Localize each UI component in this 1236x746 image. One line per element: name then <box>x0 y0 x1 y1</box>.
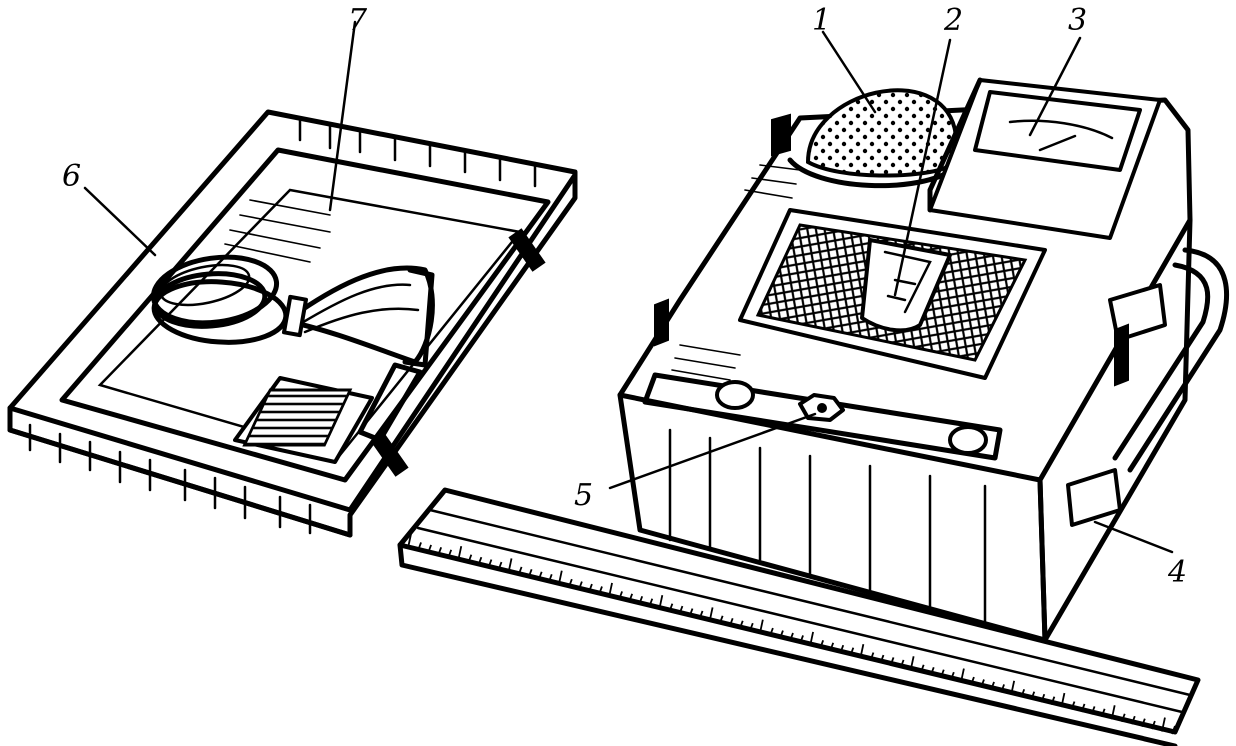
ruler-tick <box>1010 680 1016 696</box>
ruler-tick <box>939 669 945 679</box>
ruler-tick <box>1130 715 1136 725</box>
ruler-tick <box>849 647 855 657</box>
ruler-tick <box>789 632 794 642</box>
ruler-tick <box>658 594 664 610</box>
case-lid <box>7 109 578 538</box>
ruler-tick <box>668 603 674 612</box>
ruler-tick <box>598 586 603 595</box>
ruler-tick <box>688 608 694 617</box>
callout-4: 4 <box>1167 555 1187 590</box>
ruler-tick <box>1000 684 1005 693</box>
coiled-cable <box>150 254 435 443</box>
callout-5: 5 <box>574 478 593 513</box>
ruler-tick <box>1151 720 1156 730</box>
ruler-tick <box>1060 692 1066 708</box>
ruler-tick <box>537 571 543 581</box>
ruler-tick <box>517 566 523 576</box>
callout-7: 7 <box>348 3 368 38</box>
ruler-tick <box>718 615 724 625</box>
ruler-tick <box>628 593 634 603</box>
ruler-tick <box>758 619 764 634</box>
speaker-grille <box>738 208 1047 380</box>
ruler-tick <box>799 635 804 644</box>
ruler-tick <box>859 643 865 659</box>
ruler-tick <box>949 671 955 681</box>
ruler-tick <box>839 644 845 654</box>
ruler-tick <box>1110 705 1116 720</box>
ruler-tick <box>638 595 644 605</box>
ruler-tick <box>899 659 905 669</box>
ruler-tick <box>889 657 895 666</box>
ruler-tick <box>1161 717 1166 732</box>
ruler-tick <box>960 668 965 683</box>
ruler-tick <box>447 549 453 559</box>
ruler-tick <box>779 630 784 639</box>
ruler-tick <box>738 620 744 630</box>
ruler-tick <box>417 542 422 551</box>
ruler-tick <box>578 581 583 590</box>
ruler-tick <box>437 547 443 556</box>
ruler-tick <box>487 559 493 568</box>
ruler-tick <box>608 582 613 598</box>
ruler-tick <box>1030 691 1036 701</box>
ruler-tick <box>427 544 432 554</box>
ruler-tick <box>567 578 573 588</box>
ruler-tick <box>980 679 985 688</box>
carrying-handle <box>1066 247 1229 527</box>
ruler-tick <box>407 533 412 549</box>
ruler-tick <box>919 664 925 674</box>
ruler-tick <box>748 622 754 632</box>
ruler-tick <box>467 554 473 564</box>
ruler-tick <box>1020 688 1026 698</box>
ruler-tick <box>457 546 463 561</box>
ruler-tick <box>1090 706 1096 715</box>
ruler-tick <box>819 640 825 649</box>
ruler-tick <box>990 681 995 691</box>
ruler-tick <box>477 556 483 566</box>
ruler-tick <box>809 631 814 647</box>
ruler-tick <box>557 570 563 585</box>
ruler-tick <box>829 642 835 652</box>
ruler-tick <box>618 591 623 600</box>
ruler-tick <box>879 654 885 664</box>
ruler-tick <box>1171 725 1176 735</box>
ruler-tick <box>970 676 975 686</box>
leader-lines <box>83 20 1174 554</box>
ruler-tick <box>909 656 915 671</box>
ruler-tick <box>1140 718 1146 727</box>
ruler-tick <box>1050 696 1056 705</box>
ruler-tick <box>1080 703 1086 713</box>
ruler-tick <box>497 561 503 571</box>
ruler-tick <box>678 605 684 615</box>
ruler-tick <box>728 617 734 627</box>
callout-1: 1 <box>812 3 831 38</box>
callout-6: 6 <box>62 159 81 194</box>
ruler-tick <box>929 666 935 676</box>
ruler-tick <box>698 610 704 620</box>
callout-3: 3 <box>1068 3 1087 38</box>
ruler-tick <box>769 627 774 637</box>
ruler-tick <box>507 558 513 573</box>
meter-housing <box>927 77 1162 240</box>
ruler-tick <box>527 569 533 578</box>
ruler-tick <box>648 598 654 608</box>
ruler-tick <box>1070 701 1076 710</box>
ruler-tick <box>869 652 875 661</box>
ruler <box>397 487 1201 746</box>
ruler-tick <box>547 573 553 583</box>
callout-2: 2 <box>943 3 963 38</box>
device-body <box>617 77 1229 643</box>
ruler-tick <box>1120 713 1126 723</box>
microphone-dome <box>787 88 959 189</box>
ruler-tick <box>588 583 593 593</box>
ruler-tick <box>1100 708 1106 718</box>
ruler-tick <box>1040 693 1046 703</box>
ruler-tick <box>708 607 714 622</box>
